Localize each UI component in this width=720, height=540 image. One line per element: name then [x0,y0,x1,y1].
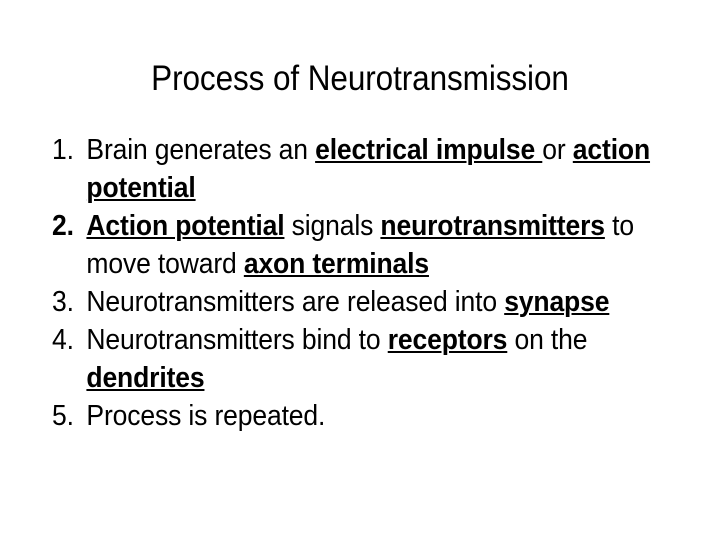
text-run: Process is repeated. [86,400,326,432]
list-item: 2. Action potential signals neurotransmit… [52,207,655,283]
numbered-list: 1. Brain generates an electrical impulse … [52,131,700,435]
text-run: or [542,134,573,166]
emphasized-term: receptors [387,324,508,356]
list-item-marker: 5. [52,400,74,432]
list-item-text: Action potential signals neurotransmitte… [86,207,654,283]
list-item-text: Brain generates an electrical impulse or… [86,131,654,207]
emphasized-term: dendrites [86,362,205,394]
emphasized-term: synapse [504,286,610,318]
list-item-text: Process is repeated. [86,397,654,435]
emphasized-term: neurotransmitters [380,210,605,242]
text-run: to move toward [86,210,634,280]
list-item-marker: 2. [52,210,74,242]
text-run: signals [284,210,381,242]
page-title: Process of Neurotransmission [151,59,569,99]
emphasized-term: electrical impulse [315,134,543,166]
text-run: Brain generates an [86,134,316,166]
emphasized-term: action potential [86,134,651,204]
list-item: 5. Process is repeated. [52,397,655,435]
text-run: on the [507,324,588,356]
list-item: 3. Neurotransmitters are released into sy… [52,283,655,321]
list-item-text: Neurotransmitters are released into syna… [86,283,654,321]
list-item: 1. Brain generates an electrical impulse … [52,131,655,207]
list-item-marker: 3. [52,286,74,318]
list-item-marker: 1. [52,134,74,166]
emphasized-term: Action potential [86,210,285,242]
list-item: 4. Neurotransmitters bind to receptors on… [52,321,655,397]
text-run: Neurotransmitters are released into [86,286,505,318]
text-run: Neurotransmitters bind to [86,324,388,356]
list-item-text: Neurotransmitters bind to receptors on t… [86,321,654,397]
emphasized-term: axon terminals [243,248,429,280]
list-item-marker: 4. [52,324,74,356]
